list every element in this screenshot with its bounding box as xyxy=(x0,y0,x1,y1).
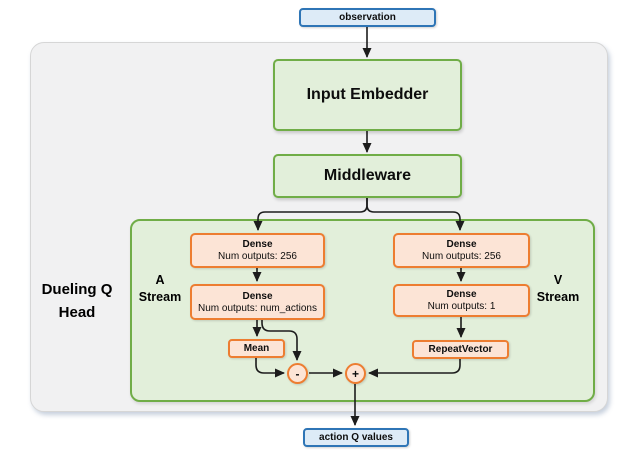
a-dense-1-title: Dense xyxy=(242,239,273,250)
dueling-q-head-label: Dueling Q Head xyxy=(41,281,113,321)
v-dense-1-title: Dense xyxy=(446,239,477,250)
input-embedder-label: Input Embedder xyxy=(306,86,429,103)
a-dense-1-subtitle: Num outputs: 256 xyxy=(218,251,297,262)
subtract-sign: - xyxy=(295,366,300,381)
a-stream-label: A Stream xyxy=(138,273,182,304)
a-dense-2-subtitle: Num outputs: num_actions xyxy=(198,302,317,314)
action-q-values-label: action Q values xyxy=(319,432,393,443)
v-stream-dense-2-node: Dense Num outputs: 1 xyxy=(393,284,530,317)
v-dense-1-subtitle: Num outputs: 256 xyxy=(422,251,501,262)
observation-node: observation xyxy=(299,8,436,27)
v-dense-2-subtitle: Num outputs: 1 xyxy=(427,301,496,312)
middleware-label: Middleware xyxy=(323,167,412,184)
input-embedder-node: Input Embedder xyxy=(273,59,462,131)
observation-label: observation xyxy=(339,12,396,23)
a-dense-2-title: Dense xyxy=(242,290,273,302)
v-stream-label: V Stream xyxy=(536,273,580,304)
v-dense-2-title: Dense xyxy=(446,289,477,300)
repeatvector-label: RepeatVector xyxy=(428,344,493,355)
v-stream-dense-1-node: Dense Num outputs: 256 xyxy=(393,233,530,268)
mean-label: Mean xyxy=(243,343,270,354)
subtract-operator-node: - xyxy=(287,363,308,384)
repeatvector-node: RepeatVector xyxy=(412,340,509,359)
a-stream-dense-2-node: Dense Num outputs: num_actions xyxy=(190,284,325,320)
action-q-values-node: action Q values xyxy=(303,428,409,447)
add-sign: + xyxy=(351,366,359,381)
a-stream-dense-1-node: Dense Num outputs: 256 xyxy=(190,233,325,268)
mean-node: Mean xyxy=(228,339,285,358)
add-operator-node: + xyxy=(345,363,366,384)
middleware-node: Middleware xyxy=(273,154,462,198)
